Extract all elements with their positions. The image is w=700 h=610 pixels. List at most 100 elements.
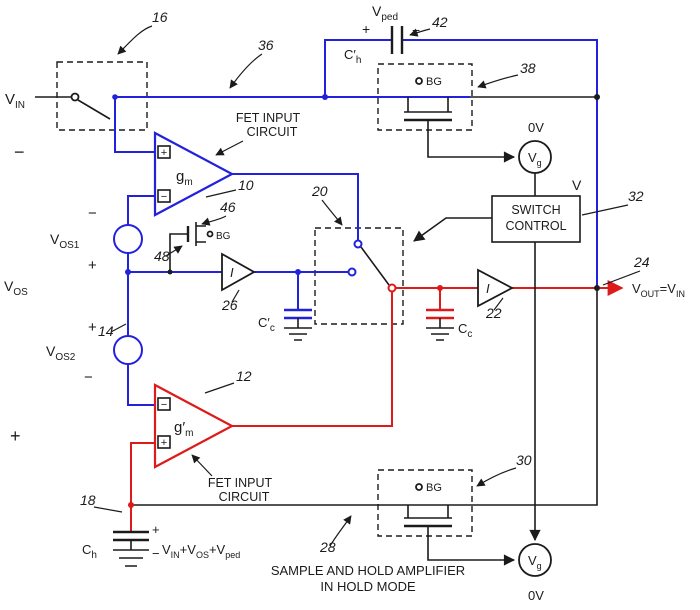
mini46-bg-label: BG (216, 231, 231, 242)
reference-numerals: 16 36 42 38 10 20 32 24 46 48 26 14 22 1… (80, 9, 650, 555)
vos1-label: VOS1 (50, 231, 80, 251)
fet-input-bottom-line2: CIRCUIT (219, 490, 270, 504)
wire-gm-minus (127, 195, 155, 225)
ref-42: 42 (432, 14, 448, 30)
capacitor-vped-42 (390, 26, 404, 54)
left-minus-sign: − (14, 142, 25, 162)
ch-formula: VIN+VOS+Vped (162, 542, 240, 560)
dot-output-node (594, 285, 600, 291)
dot-hold-riser (322, 94, 328, 100)
gm-label: gm (176, 168, 193, 188)
mosfet38-stubs (407, 97, 449, 112)
mosfet38-bg-terminal (415, 77, 423, 85)
dot-vos-tap (125, 269, 131, 275)
dot-ch-node (128, 502, 134, 508)
gmp-plus-sign: + (161, 437, 167, 449)
buffer26-body (221, 252, 256, 292)
left-plus-sign: + (10, 426, 21, 446)
ref-32: 32 (628, 188, 644, 204)
leader-fet-top (215, 140, 244, 156)
ref-24: 24 (633, 254, 650, 270)
changeover-switch-20 (347, 239, 397, 293)
red-network (130, 280, 624, 532)
cc-label: Cc (458, 321, 472, 340)
wire-hold-riser (324, 39, 392, 97)
dot-ccp-tap (295, 269, 301, 275)
leader-30 (476, 467, 517, 487)
capacitor-ch-18 (113, 530, 149, 567)
ref-10: 10 (238, 177, 254, 193)
black-network (35, 96, 598, 566)
mosfet30-bg-label: BG (426, 482, 442, 494)
vg-top-label: Vg (528, 150, 542, 168)
vped-plus-sign: + (362, 21, 370, 37)
wire-bottom-feedback (131, 288, 598, 506)
ccp-ground (284, 327, 312, 341)
fet-input-top-line2: CIRCUIT (247, 125, 298, 139)
vin-label: VIN (5, 91, 25, 111)
gm-plus-terminal (157, 145, 171, 159)
mosfet-30: BG (404, 482, 452, 528)
mosfet30-stubs (407, 505, 449, 518)
caption-line1: SAMPLE AND HOLD AMPLIFIER (271, 563, 465, 578)
leader-28 (329, 515, 352, 547)
gmp-minus-terminal (157, 397, 171, 411)
vped-minus-sign: − (412, 22, 420, 38)
leader-16 (117, 25, 153, 55)
capacitor-cc (426, 308, 454, 341)
mini46-sd-leads (196, 225, 206, 243)
zero-volts-bottom: 0V (528, 588, 544, 603)
buffer26-gain: I (230, 265, 234, 280)
caption-line2: IN HOLD MODE (320, 579, 416, 594)
gm-opamp: + − gm (153, 131, 235, 217)
ref-26: 26 (221, 297, 238, 313)
leader-18 (93, 506, 123, 513)
leader-12 (204, 382, 235, 394)
switch20-top-contact (353, 239, 363, 249)
vos2-minus-sign: − (84, 369, 93, 386)
ref-38: 38 (520, 60, 536, 76)
leader-38 (477, 74, 519, 89)
chp-label: C′h (344, 47, 361, 66)
wire-control-to-switch20 (413, 217, 492, 242)
vos1-minus-sign: − (88, 205, 97, 222)
ref-22: 22 (485, 305, 502, 321)
blue-network (114, 39, 598, 406)
vout-label: VOUT=VIN (632, 281, 685, 299)
mini-transistor-46: BG (167, 222, 231, 275)
v-label: V (572, 177, 582, 193)
vos1-plus-sign: + (88, 257, 97, 274)
gmp-plus-terminal (157, 435, 171, 449)
text-labels: VIN − VOS + − VOS1 + + VOS2 − Vped + − C… (4, 3, 685, 603)
ref-18: 18 (80, 492, 96, 508)
ref-12: 12 (236, 368, 252, 384)
cc-plates (426, 308, 454, 320)
mini46-bg-terminal (206, 230, 214, 238)
ref-36: 36 (258, 37, 274, 53)
wire-gate38-to-vg (427, 120, 516, 163)
input-switch-16 (70, 92, 118, 120)
vos2-source (113, 335, 143, 365)
leader-26 (231, 289, 240, 303)
mini46-junction-dot (167, 269, 173, 275)
vg-top-circle (518, 140, 552, 174)
vped-plates (390, 26, 404, 54)
leader-14 (110, 323, 127, 333)
leader-46 (201, 215, 227, 226)
vg-bottom-label: Vg (528, 553, 542, 571)
buffer22-body (477, 268, 514, 308)
dot-right-top (594, 94, 600, 100)
ccp-plates (284, 308, 312, 320)
ref-30: 30 (516, 452, 532, 468)
leader-32 (581, 204, 629, 216)
switch16-arm (77, 99, 111, 120)
wire-gmp-output (232, 292, 393, 427)
fet-input-top-line1: FET INPUT (236, 111, 301, 125)
wire-gate30-to-vg (427, 526, 516, 566)
vos1-source (113, 224, 143, 254)
ch-plus-sign: + (152, 522, 160, 537)
vos2-plus-sign: + (88, 319, 97, 336)
leader-22 (493, 297, 504, 311)
